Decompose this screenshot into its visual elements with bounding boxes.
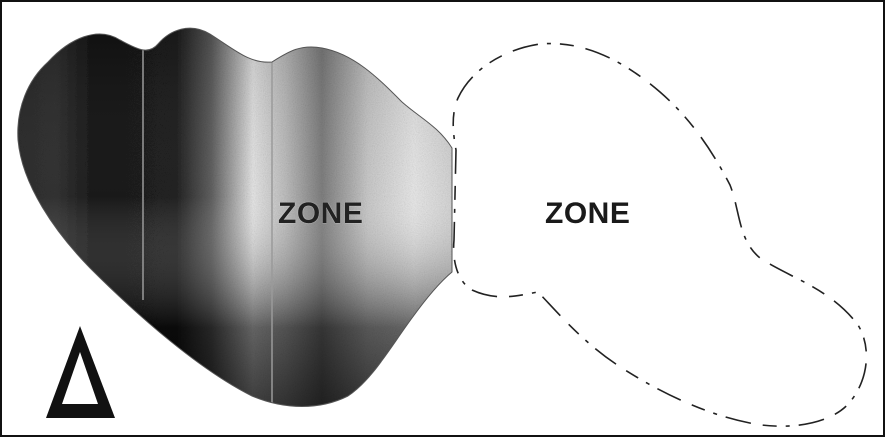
shaded-zone-label: ZONE: [278, 199, 363, 229]
dashed-zone-outline: [453, 44, 866, 427]
dashed-zone-label: ZONE: [545, 199, 630, 229]
